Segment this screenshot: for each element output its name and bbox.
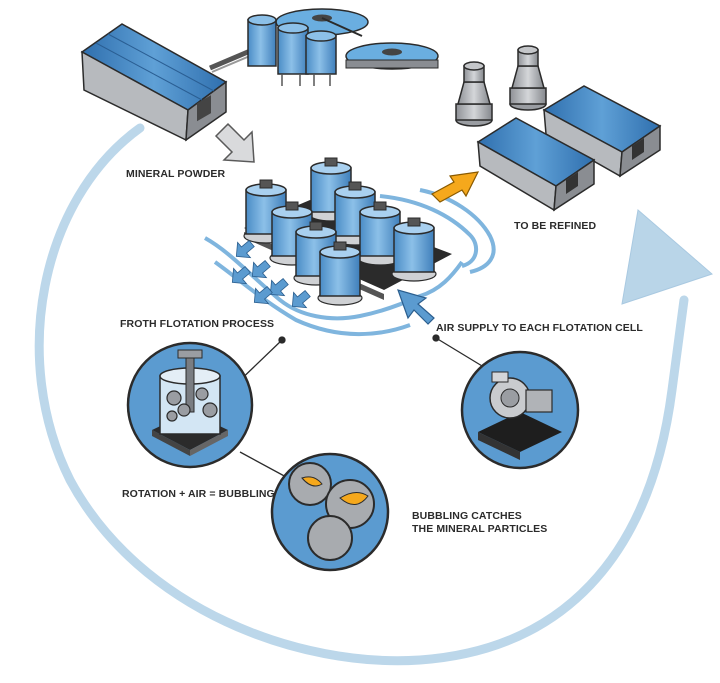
label-to-be-refined: TO BE REFINED (514, 220, 597, 232)
label-mineral-powder: MINERAL POWDER (126, 168, 226, 180)
flotation-cell-detail-icon (126, 341, 254, 469)
cycle-arrow (34, 123, 713, 666)
air-supply-arrow (397, 289, 435, 325)
flotation-cell (269, 201, 315, 266)
label-rotation-air: ROTATION + AIR = BUBBLING (122, 488, 275, 500)
label-air-supply: AIR SUPPLY TO EACH FLOTATION CELL (436, 322, 643, 334)
mine-plant-icon (80, 8, 439, 142)
air-blower-icon (460, 350, 580, 470)
flotation-cell (243, 179, 289, 244)
powder-flow-arrow (214, 122, 255, 163)
label-bubbling-line-2: THE MINERAL PARTICLES (412, 523, 548, 535)
bubble-particles-icon (270, 452, 390, 572)
inflow-arrow (253, 285, 273, 305)
flotation-cell (317, 241, 363, 306)
inflow-arrow (235, 239, 255, 259)
label-bubbling-line-1: BUBBLING CATCHES (412, 510, 522, 522)
refine-flow-arrow (431, 171, 480, 203)
callout-lines (231, 334, 493, 479)
label-froth-flotation: FROTH FLOTATION PROCESS (120, 318, 275, 330)
inflow-arrow (231, 265, 251, 285)
flotation-cell (391, 217, 437, 282)
inflow-arrow (251, 259, 271, 279)
flotation-cells-icon (204, 157, 496, 337)
inflow-arrow (291, 289, 311, 309)
inflow-arrow (269, 277, 289, 297)
refinery-icon (455, 45, 662, 212)
